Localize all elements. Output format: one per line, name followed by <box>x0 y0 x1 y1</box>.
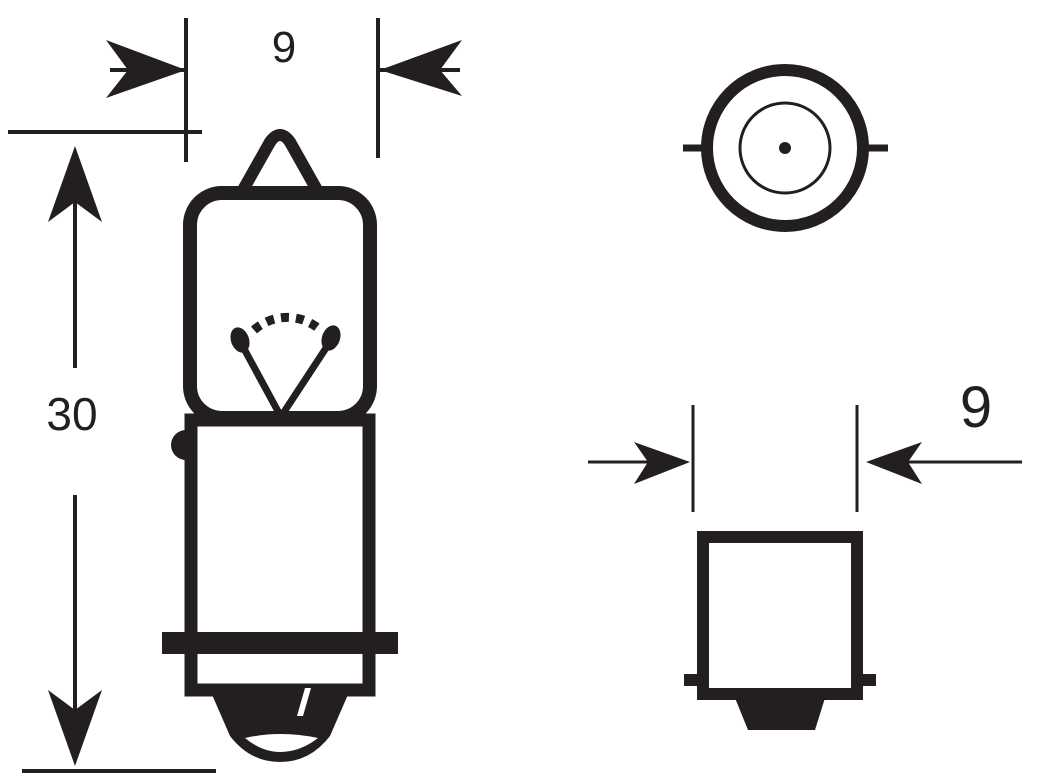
bulb-top-view <box>683 64 888 232</box>
arrow-down-icon <box>48 690 102 766</box>
height-label: 30 <box>46 388 97 440</box>
top-width-label: 9 <box>272 23 296 72</box>
arrow-right-icon <box>106 40 186 98</box>
bulb-cap-view <box>684 531 876 730</box>
arrow-up-icon <box>48 146 102 222</box>
base-flange <box>162 632 398 654</box>
base-bump <box>171 430 186 460</box>
arrow-left-icon <box>380 40 462 96</box>
top-width-dimension <box>106 18 462 162</box>
base-contact <box>210 690 350 762</box>
bulb-side-view <box>162 129 398 762</box>
arrow-right-icon <box>634 442 690 484</box>
height-dimension <box>8 130 216 773</box>
arrow-left-icon <box>866 442 922 484</box>
filament <box>230 312 341 417</box>
base-width-label: 9 <box>960 375 992 440</box>
bulb-tip <box>237 129 323 193</box>
bulb-glass <box>183 186 377 425</box>
base-width-dimension <box>588 405 1022 512</box>
